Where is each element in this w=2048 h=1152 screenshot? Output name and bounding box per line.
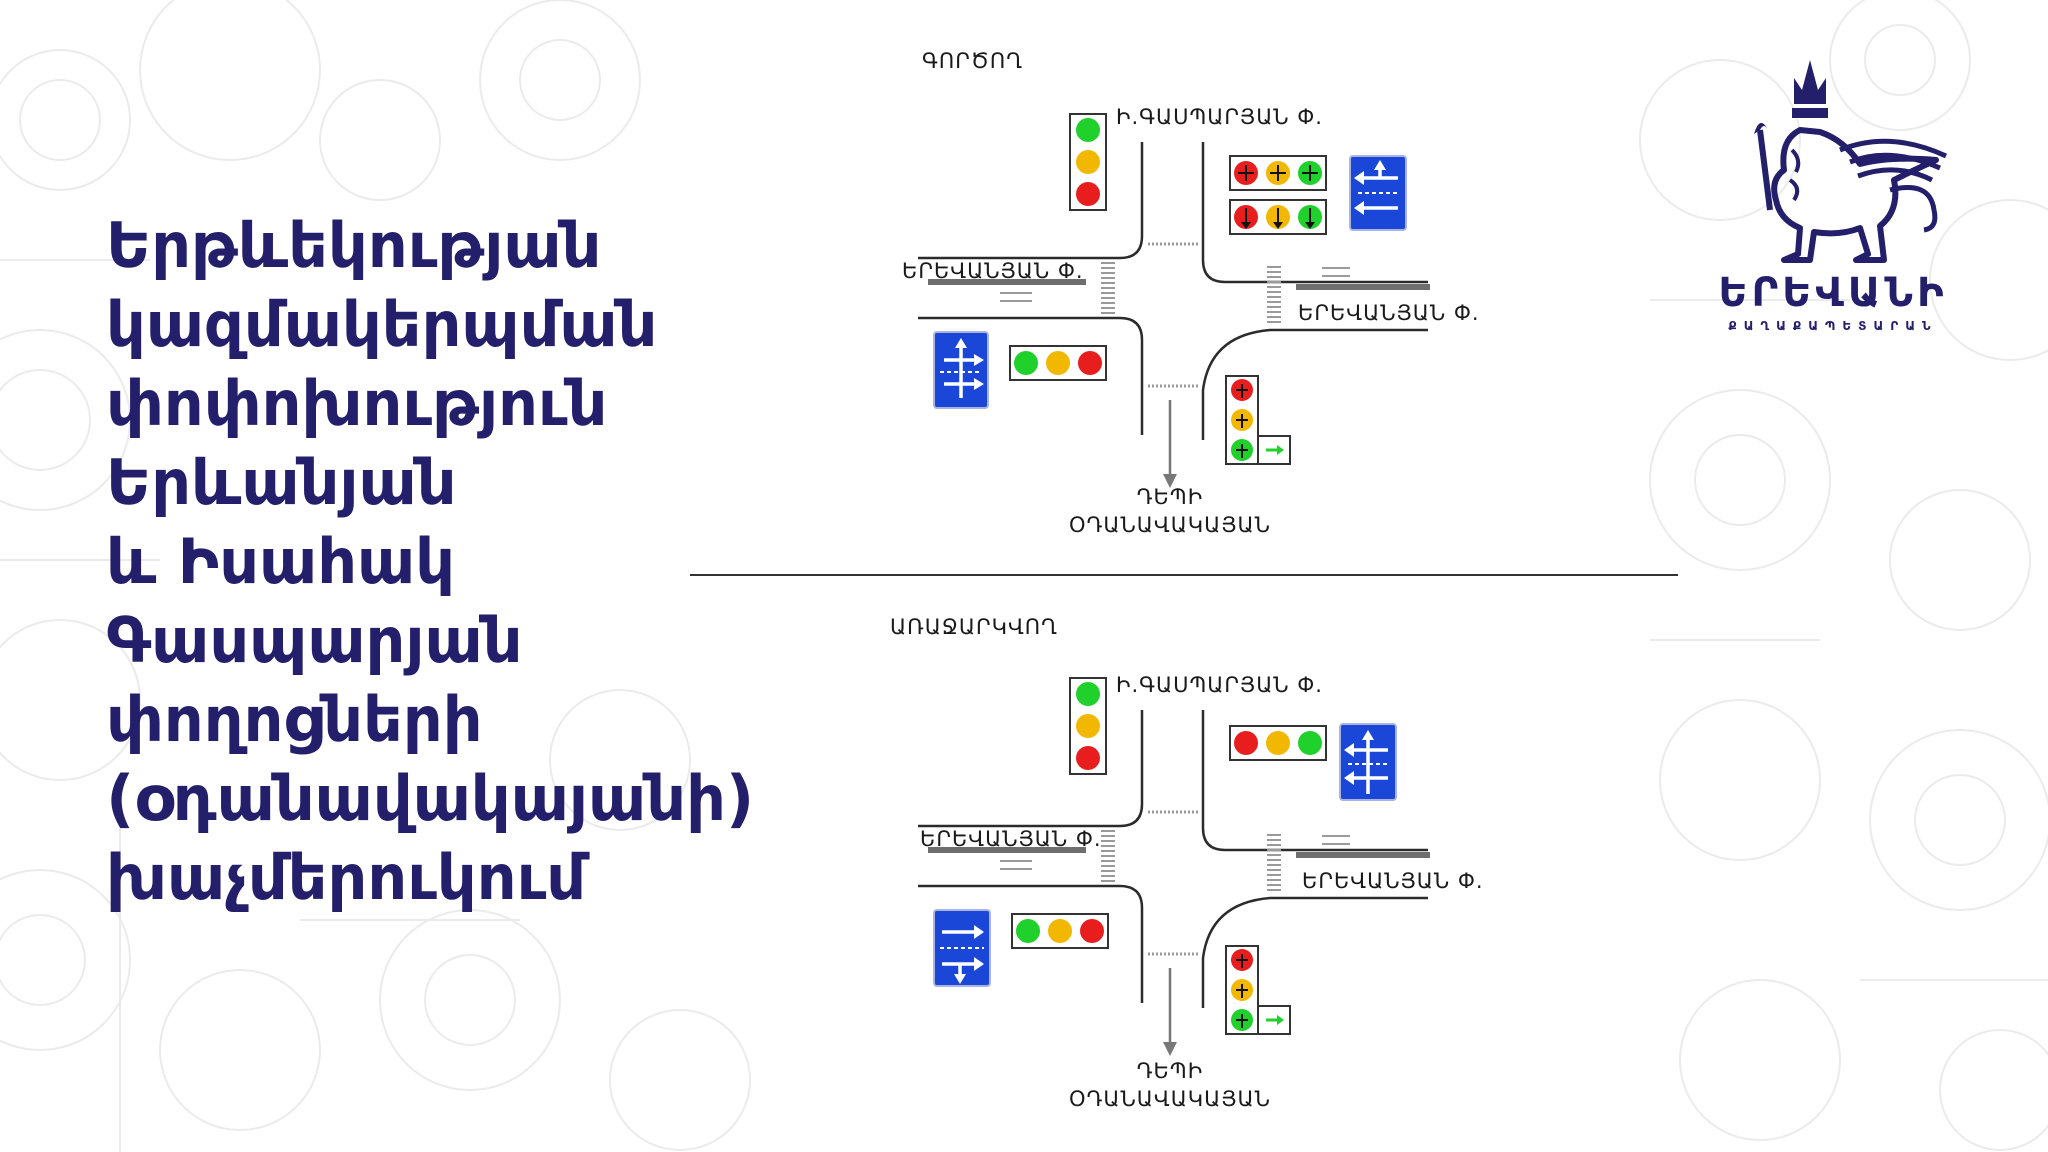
title-line: փոփոխություն bbox=[106, 367, 608, 440]
lane-sign bbox=[1339, 723, 1397, 801]
arrow-signal-block bbox=[1229, 155, 1327, 235]
lion-crown-emblem-icon bbox=[1754, 60, 1948, 263]
title-line: կազմակերպման bbox=[106, 288, 658, 361]
street-north-label: Ի.ԳԱՍՊԱՐՅԱՆ Փ. bbox=[1116, 105, 1323, 129]
street-east-label: ԵՐԵՎԱՆՅԱՆ Փ. bbox=[1302, 869, 1484, 893]
title-line: փողոցների bbox=[106, 683, 483, 756]
title-line: (օդանավակայանի) bbox=[106, 762, 755, 835]
destination-label: ԴԵՊԻ bbox=[1137, 485, 1204, 509]
title-line: Գասպարյան bbox=[106, 604, 523, 677]
traffic-light bbox=[1229, 725, 1327, 761]
title-line: Երթևեկության bbox=[106, 209, 602, 282]
arrow-traffic-light bbox=[1224, 374, 1292, 466]
street-west-label: ԵՐԵՎԱՆՅԱՆ Փ. bbox=[920, 827, 1102, 851]
diagram-current: ԳՈՐԾՈՂ Ի.ԳԱՍՊԱՐՅԱՆ Փ. ԵՐԵՎԱՆՅԱՆ Փ. ԵՐԵՎԱ… bbox=[902, 49, 1480, 537]
title-line: և Իսահակ bbox=[106, 525, 456, 598]
page-title: Երթևեկության կազմակերպման փոփոխություն Ե… bbox=[106, 206, 826, 917]
street-west-label: ԵՐԵՎԱՆՅԱՆ Փ. bbox=[902, 259, 1084, 283]
street-east-label: ԵՐԵՎԱՆՅԱՆ Փ. bbox=[1298, 301, 1480, 325]
traffic-light bbox=[1069, 113, 1107, 211]
traffic-light bbox=[1011, 913, 1109, 949]
diagram-label: ԳՈՐԾՈՂ bbox=[922, 49, 1023, 73]
logo: ԵՐԵՎԱՆԻ ՔԱՂԱՔԱՊԵՏԱՐԱՆ bbox=[1718, 60, 1948, 333]
destination-label: ԴԵՊԻ bbox=[1137, 1059, 1204, 1083]
title-line: խաչմերուկում bbox=[106, 841, 587, 914]
diagram-proposed: ԱՌԱՋԱՐԿՎՈՂ Ի.ԳԱՍՊԱՐՅԱՆ Փ. ԵՐԵՎԱՆՅԱՆ Փ. Ե… bbox=[890, 615, 1484, 1111]
title-line: Երևանյան bbox=[106, 446, 457, 519]
logo-subtitle: ՔԱՂԱՔԱՊԵՏԱՐԱՆ bbox=[1728, 319, 1937, 333]
traffic-light bbox=[1009, 345, 1107, 381]
lane-sign bbox=[933, 909, 991, 987]
lane-sign bbox=[933, 331, 989, 409]
street-north-label: Ի.ԳԱՍՊԱՐՅԱՆ Փ. bbox=[1116, 673, 1323, 697]
diagram-label: ԱՌԱՋԱՐԿՎՈՂ bbox=[890, 615, 1058, 639]
traffic-light bbox=[1069, 677, 1107, 775]
lane-sign bbox=[1349, 155, 1407, 231]
arrow-traffic-light bbox=[1224, 944, 1292, 1036]
destination-label: ՕԴԱՆԱՎԱԿԱՅԱՆ bbox=[1069, 513, 1271, 537]
logo-name: ԵՐԵՎԱՆԻ bbox=[1718, 270, 1947, 316]
destination-label: ՕԴԱՆԱՎԱԿԱՅԱՆ bbox=[1069, 1087, 1271, 1111]
